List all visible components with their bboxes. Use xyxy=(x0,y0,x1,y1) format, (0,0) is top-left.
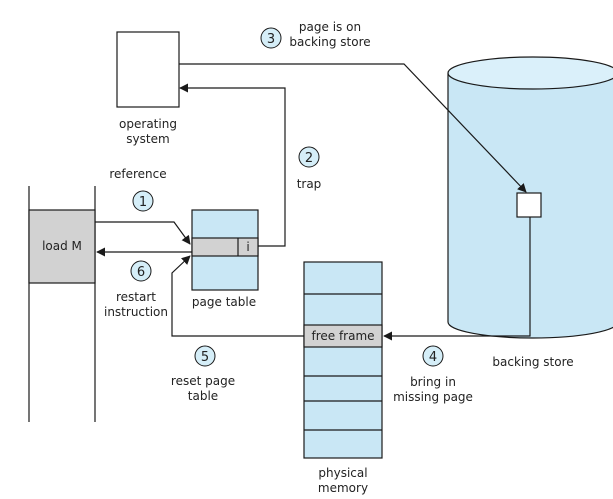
svg-text:4: 4 xyxy=(429,350,437,365)
page-on-backing-store-line2: backing store xyxy=(289,35,370,49)
physical-memory-label-line2: memory xyxy=(318,481,368,495)
reset-page-table-line2: table xyxy=(188,389,218,403)
operating-system-box xyxy=(116,31,180,108)
page-on-backing-store-arrow xyxy=(179,63,527,193)
svg-text:2: 2 xyxy=(305,151,313,166)
backing-store-page xyxy=(516,192,542,218)
step-3: 3 xyxy=(260,27,282,49)
svg-text:1: 1 xyxy=(139,195,147,210)
physical-memory-label-line1: physical xyxy=(318,466,367,480)
reference-arrow xyxy=(95,221,191,245)
reference-label: reference xyxy=(109,167,166,181)
free-frame-label: free frame xyxy=(311,329,374,343)
svg-text:5: 5 xyxy=(201,350,209,365)
step-2: 2 xyxy=(298,146,320,168)
svg-text:3: 3 xyxy=(267,32,275,47)
page-table-entry xyxy=(191,237,259,257)
step-6: 6 xyxy=(130,260,152,282)
restart-instruction-line2: instruction xyxy=(104,305,168,319)
page-table-label: page table xyxy=(192,295,256,309)
page-table-valid-bit: i xyxy=(246,240,249,254)
bring-in-page-line1: bring in xyxy=(410,375,456,389)
trap-label: trap xyxy=(297,177,322,191)
backing-store-cylinder xyxy=(447,56,613,339)
backing-store-label: backing store xyxy=(492,355,573,369)
reset-page-table-line1: reset page xyxy=(171,374,235,388)
os-label-line2: system xyxy=(126,132,169,146)
reset-page-table-arrow xyxy=(171,255,304,337)
step-4: 4 xyxy=(422,345,444,367)
bring-in-page-arrow xyxy=(383,217,531,341)
step-5: 5 xyxy=(194,345,216,367)
trap-arrow xyxy=(179,83,286,247)
os-label-line1: operating xyxy=(119,117,177,131)
step-1: 1 xyxy=(132,190,154,212)
page-on-backing-store-line1: page is on xyxy=(299,20,361,34)
load-m-label: load M xyxy=(42,239,82,253)
physical-memory xyxy=(303,261,383,459)
restart-instruction-line1: restart xyxy=(116,290,156,304)
program-block xyxy=(28,186,96,422)
bring-in-page-line2: missing page xyxy=(393,390,473,404)
svg-text:6: 6 xyxy=(137,265,145,280)
page-table xyxy=(191,209,259,291)
